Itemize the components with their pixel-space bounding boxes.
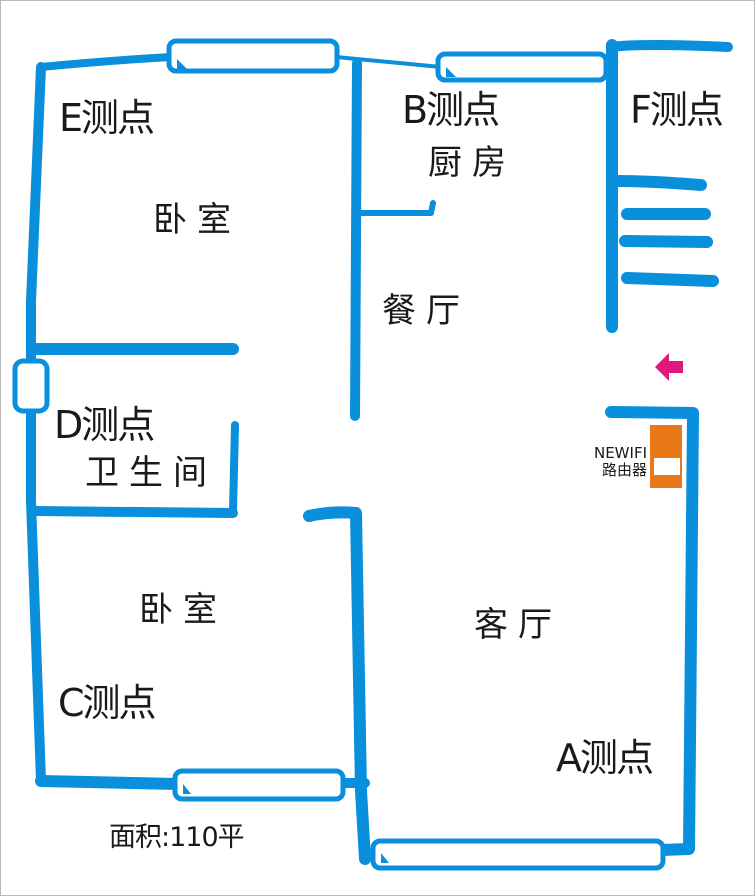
router-brand: NEWIFI	[593, 444, 647, 462]
wall-bath-bottom	[30, 506, 238, 518]
room-living: 客厅	[474, 605, 562, 645]
point-d-label: D测点	[54, 403, 155, 447]
point-f-label: F测点	[630, 88, 724, 132]
wall-living-left	[303, 506, 371, 865]
window-top-left	[166, 38, 340, 74]
router-port	[654, 458, 680, 475]
room-bedroom-top: 卧室	[153, 200, 241, 240]
window-bottom-left	[172, 768, 346, 802]
window-left-bath	[12, 358, 50, 414]
window-top-kitchen	[435, 51, 609, 83]
wall-right	[605, 406, 699, 856]
wall-bath-right	[229, 421, 239, 515]
wall-bottom-left	[35, 775, 183, 790]
area-label: 面积:110平	[109, 822, 245, 853]
room-kitchen: 厨房	[428, 143, 516, 183]
stair-4	[621, 272, 719, 287]
point-b-label: B测点	[402, 88, 500, 132]
point-c-label: C测点	[58, 681, 157, 725]
room-bedroom-bottom: 卧室	[139, 590, 227, 630]
wall-bedroom-dining	[350, 58, 362, 421]
point-a-label: A测点	[556, 736, 654, 780]
stair-1	[613, 175, 707, 191]
stair-3	[619, 235, 713, 248]
wall-left-outer	[26, 62, 46, 786]
room-bathroom: 卫生间	[85, 453, 217, 493]
router-box	[650, 425, 682, 488]
room-dining: 餐厅	[382, 291, 470, 331]
router-name: 路由器	[601, 461, 647, 479]
wall-top-left	[37, 53, 175, 71]
window-bottom-right	[370, 838, 666, 871]
point-e-label: E测点	[59, 96, 155, 140]
wall-top-middle	[334, 55, 443, 69]
wall-f-top	[607, 40, 733, 52]
wall-kitchen	[358, 200, 436, 216]
arrow-left-icon	[655, 353, 683, 381]
router-label: NEWIFI 路由器	[579, 445, 647, 479]
